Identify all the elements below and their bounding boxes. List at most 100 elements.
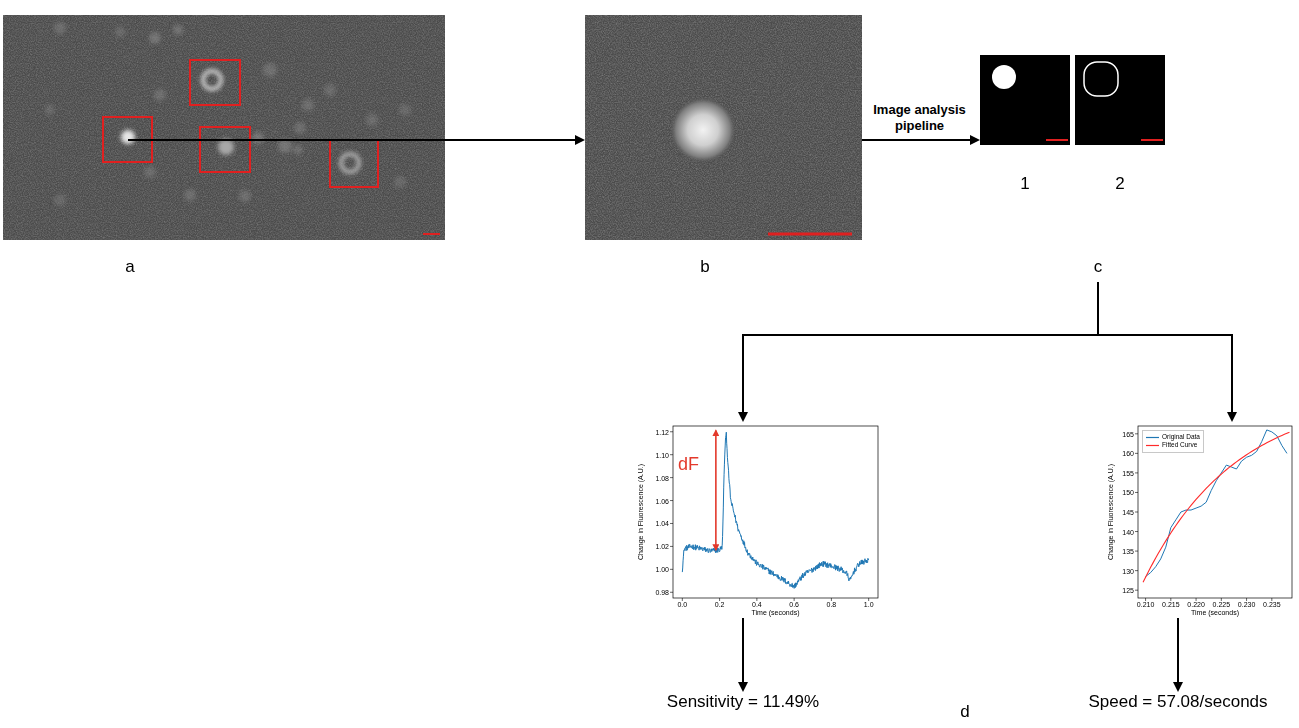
tick-mark bbox=[756, 598, 757, 601]
leader-line bbox=[128, 139, 445, 141]
trace-plot-art bbox=[618, 422, 883, 618]
result-text: Sensitivity = 11.49% bbox=[667, 692, 819, 712]
tick-mark bbox=[1196, 598, 1197, 601]
scale-bar bbox=[1141, 139, 1163, 141]
segmentation-panel: 1 2 c bbox=[975, 50, 1170, 282]
tick-label: 0.210 bbox=[1137, 601, 1155, 608]
panel-letter: a bbox=[125, 257, 134, 277]
tick-mark bbox=[1135, 531, 1138, 532]
flow-arrow bbox=[1177, 618, 1179, 689]
tick-label: 0.230 bbox=[1238, 601, 1256, 608]
highlight-box bbox=[330, 140, 378, 187]
tick-label: 1.08 bbox=[655, 474, 669, 481]
panel-letter: d bbox=[960, 702, 969, 722]
tick-mark bbox=[1246, 598, 1247, 601]
result-text: Speed = 57.08/seconds bbox=[1088, 692, 1267, 712]
axes-frame bbox=[673, 426, 878, 598]
axis-title: Change in Fluorescence (A.U.) bbox=[1107, 464, 1114, 560]
tick-mark bbox=[1135, 590, 1138, 591]
tick-mark bbox=[670, 592, 673, 593]
contour-image: 2 bbox=[1075, 55, 1165, 195]
legend-sample bbox=[1146, 443, 1159, 448]
plot-legend: Original DataFitted Curve bbox=[1142, 430, 1204, 453]
tick-mark bbox=[1135, 551, 1138, 552]
tick-mark bbox=[670, 454, 673, 455]
legend-line bbox=[1146, 437, 1159, 438]
plot-ground bbox=[1098, 422, 1295, 618]
tick-mark bbox=[1135, 570, 1138, 571]
highlight-box bbox=[200, 127, 250, 172]
edge-label: Image analysis pipeline bbox=[868, 102, 972, 135]
tick-mark bbox=[670, 500, 673, 501]
tick-mark bbox=[831, 598, 832, 601]
fit-plot-art bbox=[1098, 422, 1295, 618]
fluorescence-trace bbox=[682, 432, 868, 588]
panel-letter: 2 bbox=[1115, 174, 1124, 194]
tick-mark bbox=[1145, 598, 1146, 601]
plot-ground bbox=[618, 422, 883, 618]
contour-outline bbox=[1084, 62, 1118, 96]
flow-arrow bbox=[1098, 282, 1232, 419]
fit-line bbox=[1143, 432, 1289, 582]
tick-mark bbox=[868, 598, 869, 601]
tick-mark bbox=[1135, 472, 1138, 473]
tick-label: 0.220 bbox=[1187, 601, 1205, 608]
flow-arrow bbox=[862, 139, 977, 141]
highlight-box bbox=[190, 60, 240, 105]
tick-label: 145 bbox=[1122, 509, 1134, 516]
tick-label: 0.2 bbox=[715, 601, 725, 608]
tick-label: 165 bbox=[1122, 430, 1134, 437]
tick-mark bbox=[1271, 598, 1272, 601]
tick-label: 0.8 bbox=[827, 601, 837, 608]
signal-label: dF bbox=[678, 454, 699, 476]
tick-mark bbox=[670, 477, 673, 478]
tick-mark bbox=[670, 569, 673, 570]
flow-arrow bbox=[743, 282, 1098, 419]
image-panel: a bbox=[3, 15, 445, 280]
micrograph-ground bbox=[585, 15, 862, 240]
axis-title: Time (seconds) bbox=[752, 609, 800, 616]
tick-label: 1.12 bbox=[655, 428, 669, 435]
mask-square bbox=[980, 55, 1070, 145]
legend-text: Fitted Curve bbox=[1162, 441, 1197, 449]
tick-mark bbox=[1135, 512, 1138, 513]
tick-label: 1.06 bbox=[655, 497, 669, 504]
panel-letter: c bbox=[1094, 257, 1103, 277]
tick-label: 160 bbox=[1122, 450, 1134, 457]
tick-label: 1.00 bbox=[655, 566, 669, 573]
trace-plot: dF Change in Fluorescence (A.U.) Time (sec… bbox=[618, 422, 883, 618]
tick-mark bbox=[719, 598, 720, 601]
result-value: Sensitivity = 11.49% bbox=[667, 692, 819, 712]
legend-line bbox=[1146, 445, 1159, 446]
tick-label: 0.235 bbox=[1263, 601, 1281, 608]
axis-title: Change in Fluorescence (A.U.) bbox=[637, 464, 644, 560]
scale-bar bbox=[423, 233, 440, 235]
tick-label: 125 bbox=[1122, 587, 1134, 594]
micrograph-a bbox=[3, 15, 445, 240]
tick-mark bbox=[682, 598, 683, 601]
tick-label: 1.04 bbox=[655, 520, 669, 527]
legend-row: Original Data bbox=[1146, 433, 1200, 441]
legend-sample bbox=[1146, 435, 1159, 440]
tick-label: 0.215 bbox=[1162, 601, 1180, 608]
fit-plot: Change in Fluorescence (A.U.)Time (secon… bbox=[1098, 422, 1295, 618]
tick-label: 135 bbox=[1122, 548, 1134, 555]
tick-label: 155 bbox=[1122, 469, 1134, 476]
tick-label: 1.10 bbox=[655, 451, 669, 458]
contour-square bbox=[1075, 55, 1165, 145]
tick-mark bbox=[670, 431, 673, 432]
panel-letter: 1 bbox=[1020, 174, 1029, 194]
tick-mark bbox=[1135, 433, 1138, 434]
cell-blob bbox=[669, 96, 737, 164]
flow-arrow bbox=[445, 139, 582, 141]
scale-bar bbox=[1046, 139, 1068, 141]
micrograph-noise bbox=[3, 15, 445, 240]
result-value: Speed = 57.08/seconds bbox=[1088, 692, 1267, 712]
micrograph-noise bbox=[585, 15, 862, 240]
segmentation-images bbox=[980, 55, 1165, 145]
df-arrow bbox=[715, 431, 717, 550]
cell-spots bbox=[45, 22, 411, 206]
tick-label: 0.0 bbox=[677, 601, 687, 608]
